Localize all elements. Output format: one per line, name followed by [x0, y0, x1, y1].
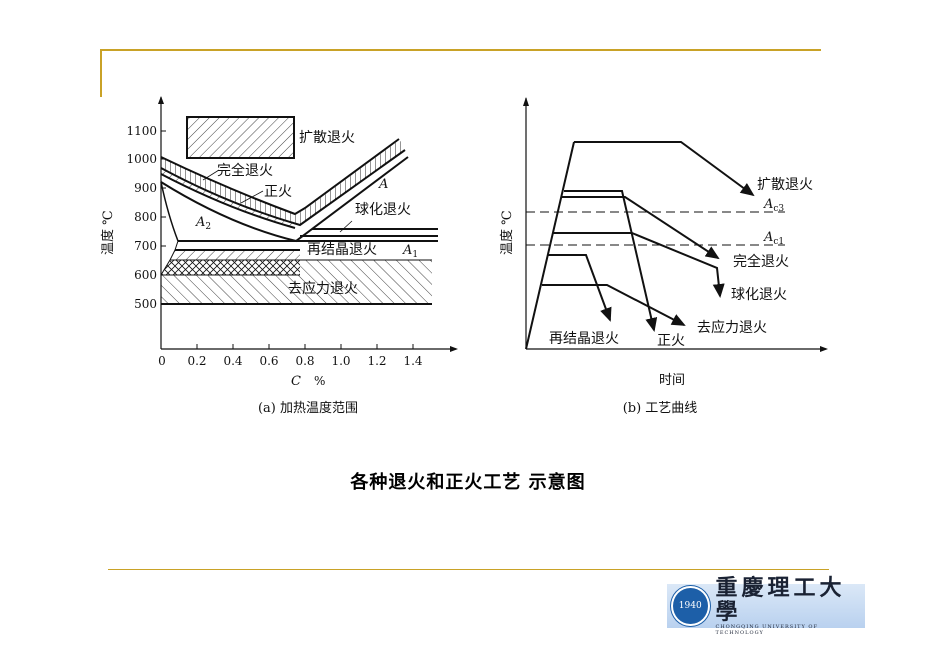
- xtick: 0.8: [295, 354, 314, 368]
- label-diffusion-anneal: 扩散退火: [757, 177, 813, 193]
- heating-ramp: [525, 141, 575, 350]
- label-recrystallization: 再结晶退火: [549, 331, 619, 347]
- xtick: 0.2: [187, 354, 206, 368]
- ytick-1100: 1100: [126, 124, 157, 138]
- label-full-anneal: 完全退火: [733, 253, 789, 270]
- xtick: 1.2: [367, 354, 386, 368]
- x-axis-label-c: C: [291, 374, 301, 389]
- logo-name-cn: 重慶理工大學: [715, 575, 846, 625]
- xtick: 0.6: [259, 354, 278, 368]
- label-normalizing: 正火: [657, 333, 685, 349]
- caption-b: (b) 工艺曲线: [623, 401, 698, 416]
- university-emblem-icon: 1940: [671, 586, 710, 626]
- normalizing-band: [161, 139, 405, 225]
- right-chart: 扩散退火 完全退火 球化退火 去应力退火 再结晶退火 正火 Ac3 Ac1 时间…: [499, 97, 828, 416]
- caption-a: (a) 加热温度范围: [258, 400, 358, 416]
- university-logo: 1940 重慶理工大學 CHONGQING UNIVERSITY OF TECH…: [667, 576, 865, 636]
- xtick: 0: [158, 354, 166, 368]
- curve-normalizing: [564, 190, 658, 332]
- x-axis-label-pct: %: [314, 374, 325, 388]
- xtick: 1.4: [403, 354, 422, 368]
- label-spheroidizing: 球化退火: [355, 202, 411, 218]
- label-full-anneal: 完全退火: [217, 162, 273, 179]
- label-spheroidizing: 球化退火: [731, 287, 787, 303]
- ytick-600: 600: [134, 268, 157, 282]
- overlap-region: [161, 260, 300, 275]
- label-stress-relief: 去应力退火: [697, 319, 767, 336]
- curve-spheroidizing: [553, 232, 725, 298]
- diffusion-anneal-region: [186, 116, 295, 159]
- ytick-500: 500: [134, 297, 157, 311]
- ytick-900: 900: [134, 181, 157, 195]
- label-stress-relief: 去应力退火: [288, 280, 358, 297]
- label-ac3: Ac3: [763, 197, 784, 214]
- curve-diffusion-anneal: [574, 141, 755, 197]
- label-A2: A2: [195, 215, 211, 232]
- left-chart: 1100 1000 900 800 700 600 500 0 0.2 0.4 …: [100, 96, 458, 416]
- curve-full-anneal: [562, 196, 720, 260]
- label-A1: A1: [402, 243, 418, 260]
- header-accent-bar: [100, 49, 102, 97]
- slide-title: 各种退火和正火工艺 示意图: [350, 472, 586, 493]
- recrystallization-region: [170, 250, 300, 260]
- y-axis-label: 温度 ℃: [499, 210, 515, 255]
- curve-stress-relief: [542, 284, 686, 326]
- ytick-700: 700: [134, 239, 157, 253]
- y-axis-label: 温度 ℃: [100, 210, 116, 255]
- x-axis-label: 时间: [659, 373, 685, 388]
- emblem-year: 1940: [678, 601, 702, 611]
- label-ac1: Ac1: [763, 230, 784, 247]
- label-diffusion-anneal: 扩散退火: [299, 130, 355, 146]
- label-recrystallization: 再结晶退火: [307, 242, 377, 258]
- xtick: 1.0: [331, 354, 350, 368]
- curve-recrystallization: [548, 254, 612, 322]
- header-rule: [100, 49, 821, 51]
- ytick-800: 800: [134, 210, 157, 224]
- xtick: 0.4: [223, 354, 242, 368]
- full-anneal-band: [161, 168, 300, 228]
- label-normalizing: 正火: [264, 184, 292, 200]
- label-A: A: [378, 177, 388, 192]
- ytick-1000: 1000: [126, 152, 157, 166]
- logo-name-en: CHONGQING UNIVERSITY OF TECHNOLOGY: [715, 624, 818, 636]
- stress-relief-region: [161, 275, 432, 304]
- footer-rule: [108, 569, 829, 570]
